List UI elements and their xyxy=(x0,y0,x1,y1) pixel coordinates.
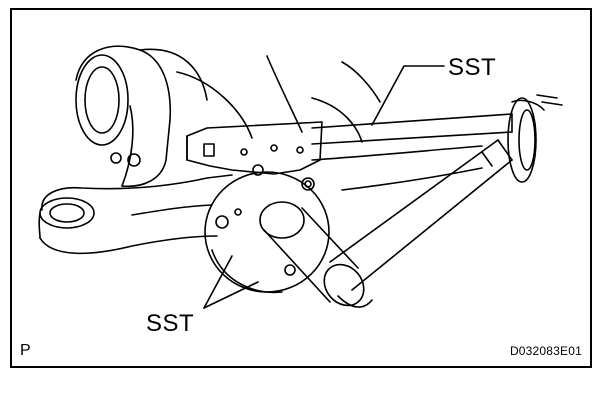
sst-callout-bottom: SST xyxy=(146,310,195,337)
hub-body xyxy=(176,55,381,143)
sst-callout-top: SST xyxy=(448,54,497,81)
sst-bracket xyxy=(186,121,323,175)
lower-arm xyxy=(38,174,233,255)
sst-long-bar xyxy=(311,113,513,145)
figure-code: D032083E01 xyxy=(509,344,582,358)
corner-letter: P xyxy=(20,342,31,359)
leader-lines xyxy=(203,65,445,309)
technical-illustration xyxy=(38,45,563,309)
drive-shaft xyxy=(311,145,483,191)
illustration-frame: SST SST P D032083E01 xyxy=(10,8,592,368)
sst-diagonal-arm xyxy=(329,139,513,291)
sst-flange xyxy=(204,164,330,294)
sst-clamp-ring xyxy=(507,94,563,183)
sst-shaft xyxy=(259,201,373,308)
knuckle-housing xyxy=(75,45,208,188)
